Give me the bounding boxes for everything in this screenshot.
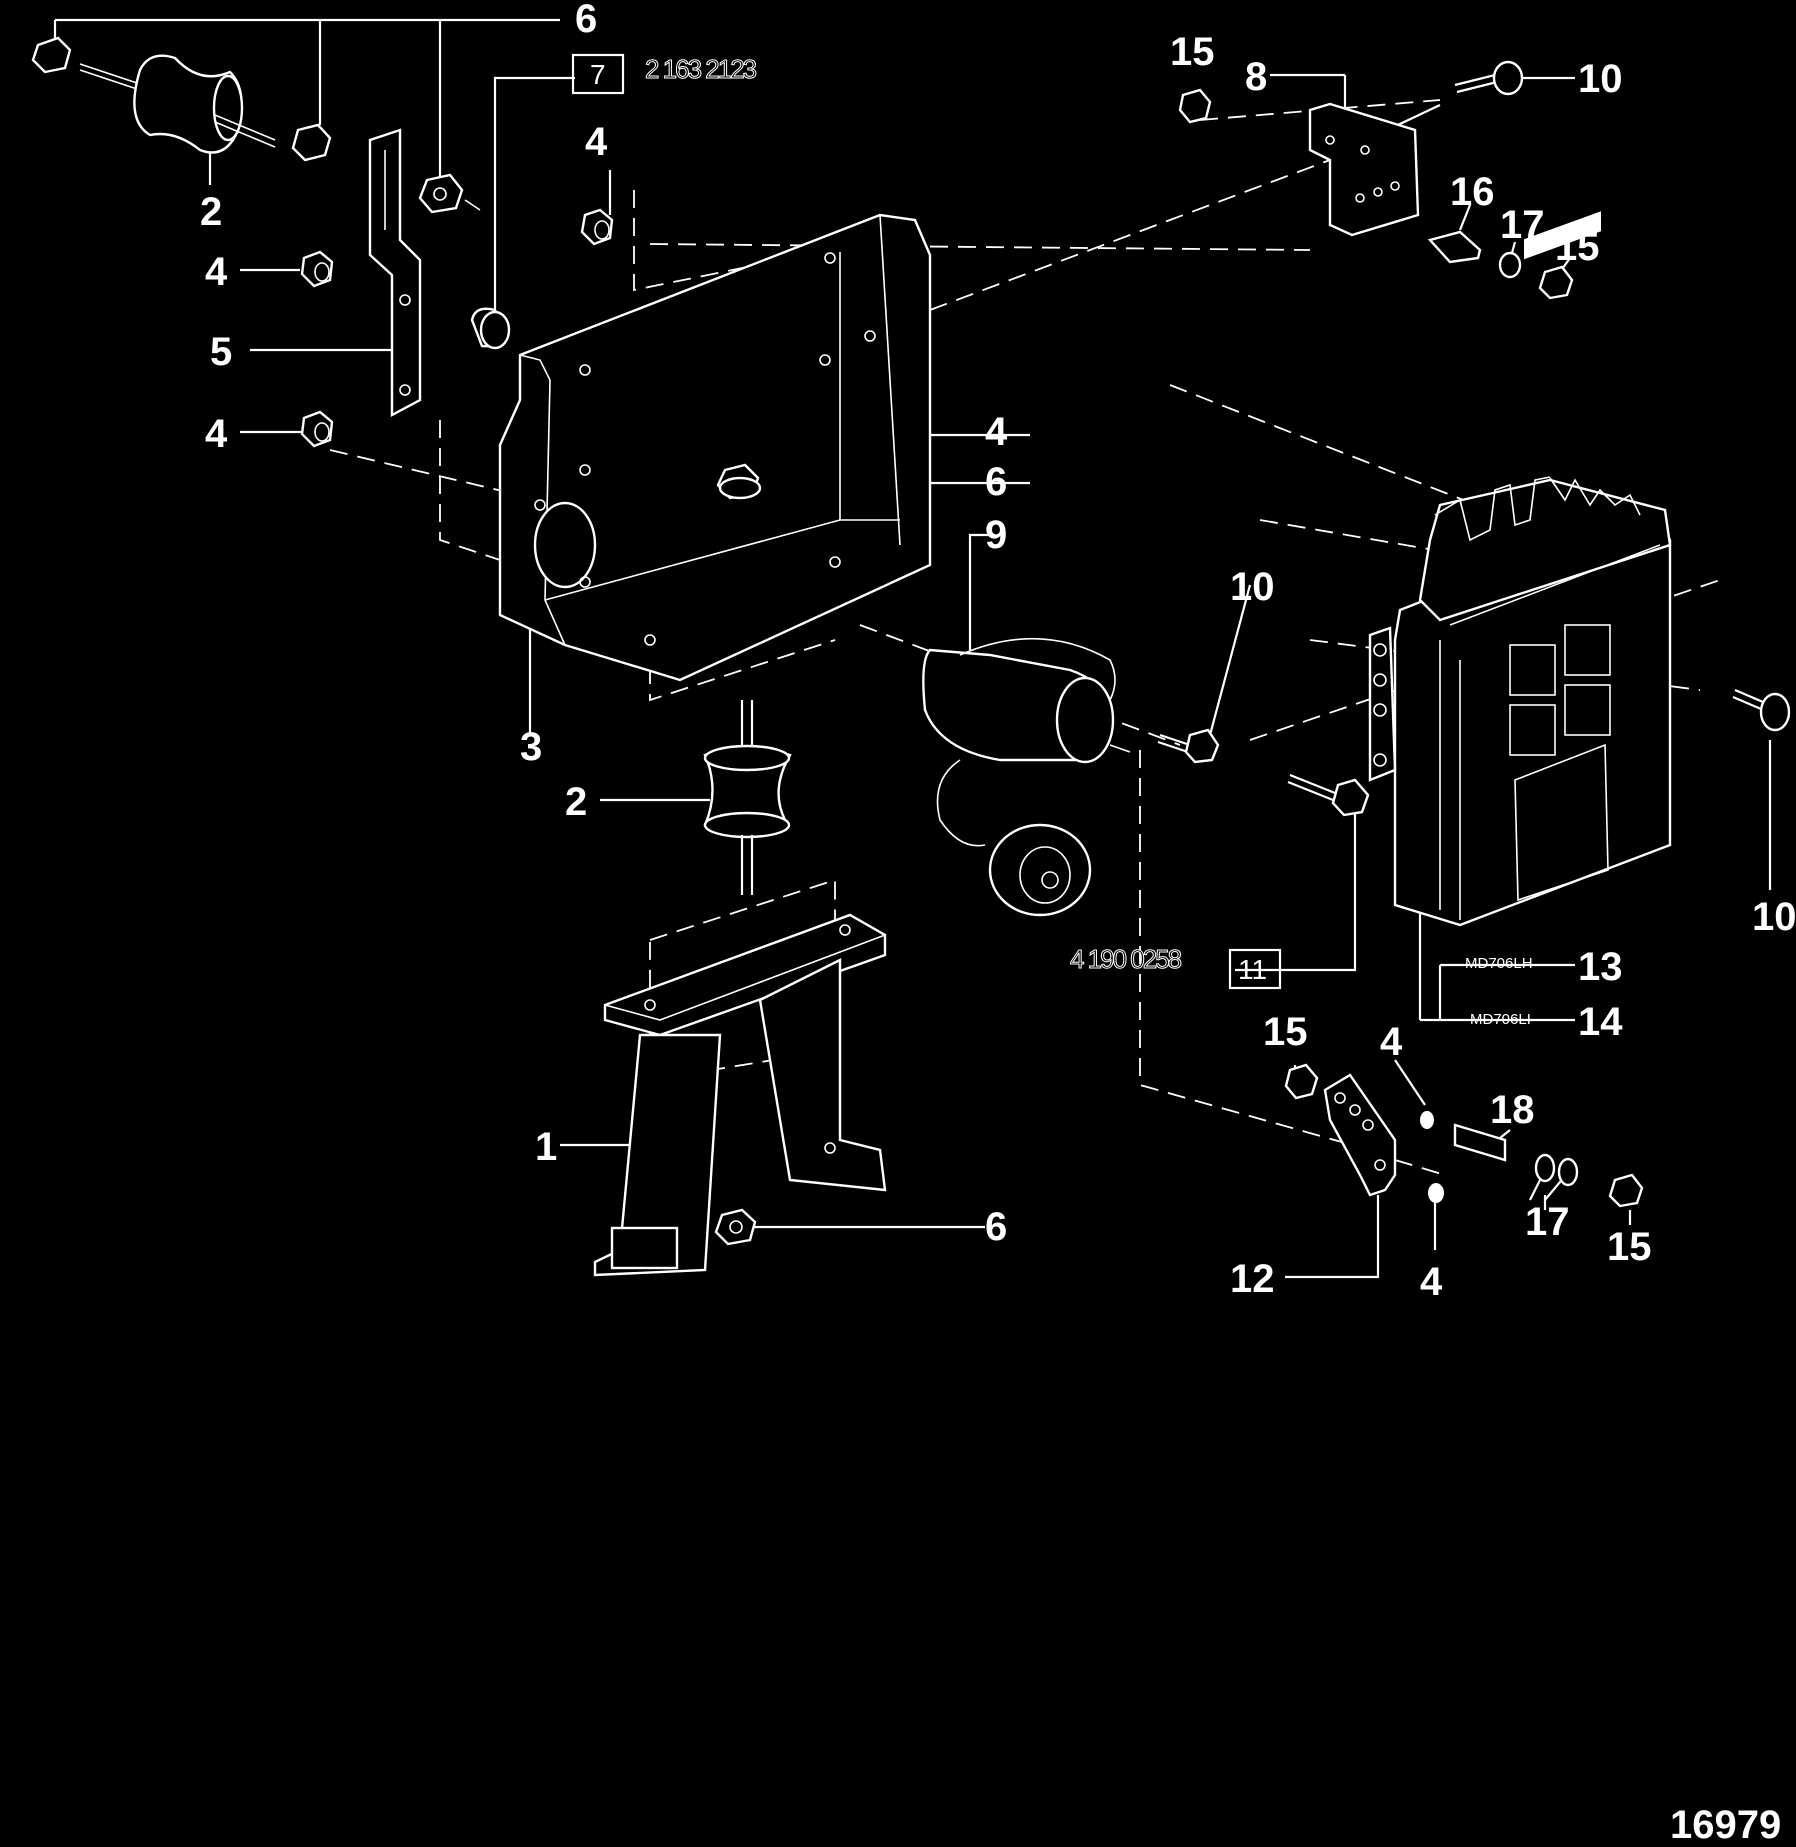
callout-16: 16 — [1450, 170, 1495, 214]
callout-6: 6 — [985, 1205, 1007, 1249]
callout-18: 18 — [1490, 1088, 1535, 1132]
callout-9: 9 — [985, 513, 1007, 557]
callout-4: 4 — [1420, 1260, 1443, 1304]
callout-6: 6 — [985, 460, 1007, 504]
callout-13: 13 — [1578, 945, 1623, 989]
callout-15: 15 — [1263, 1010, 1308, 1054]
bolt-10-right — [1732, 688, 1791, 732]
callout-4: 4 — [205, 250, 228, 294]
stand-item-1 — [593, 913, 887, 1277]
bracket-item-12 — [1323, 1073, 1397, 1197]
mounting-plate-item-3 — [498, 213, 932, 682]
callout-labels: 6 7 2 163 2123 2 4 4 5 4 4 6 9 3 2 1 6 1… — [200, 0, 1796, 1304]
callout-4: 4 — [585, 120, 608, 164]
callout-10: 10 — [1752, 895, 1796, 939]
figure-number: 16979 — [1670, 1803, 1781, 1847]
top-isolator-mount — [31, 36, 332, 162]
callout-17: 17 — [1525, 1200, 1570, 1244]
fasteners-top-right — [1178, 60, 1574, 300]
bracket-item-5 — [368, 128, 422, 418]
kit-box-7 — [571, 53, 625, 95]
bolt-10-left — [1157, 728, 1220, 764]
callout-8: 8 — [1245, 55, 1267, 99]
part-number-7: 2 163 2123 — [645, 54, 757, 84]
callout-4: 4 — [1380, 1020, 1403, 1064]
callout-17: 17 — [1500, 203, 1545, 247]
callout-2: 2 — [565, 780, 587, 824]
model-label-13: MD706LH — [1465, 955, 1533, 972]
kit-box-11 — [1228, 948, 1282, 990]
callout-4: 4 — [985, 410, 1008, 454]
callout-15: 15 — [1607, 1225, 1652, 1269]
callout-2: 2 — [200, 190, 222, 234]
ecu-module — [1368, 211, 1672, 927]
bracket-item-8 — [1308, 102, 1420, 237]
part-number-11: 4 190 0258 — [1070, 944, 1182, 974]
callout-15: 15 — [1555, 225, 1600, 269]
callout-7: 7 — [590, 59, 606, 90]
callout-14: 14 — [1578, 1000, 1623, 1044]
sensor-item-9 — [922, 637, 1131, 917]
bolt-6-on-plate — [716, 463, 762, 500]
callout-12: 12 — [1230, 1257, 1275, 1301]
leader-lines — [53, 18, 1772, 1279]
lower-isolator-mount — [703, 700, 792, 895]
callout-4: 4 — [205, 412, 228, 456]
spacer-item-7 — [470, 307, 511, 350]
callout-11: 11 — [1238, 954, 1267, 985]
callout-10: 10 — [1230, 565, 1275, 609]
callout-15: 15 — [1170, 30, 1215, 74]
callout-1: 1 — [535, 1125, 557, 1169]
callout-10: 10 — [1578, 57, 1623, 101]
fasteners-lower-right — [1284, 1063, 1644, 1208]
model-label-14: MD706LI — [1470, 1011, 1531, 1028]
callout-3: 3 — [520, 725, 542, 769]
bolt-11 — [1287, 773, 1370, 817]
callout-5: 5 — [210, 330, 232, 374]
callout-6: 6 — [575, 0, 597, 41]
nut-6-upper — [418, 173, 481, 214]
nut-6-lower — [714, 1208, 757, 1246]
